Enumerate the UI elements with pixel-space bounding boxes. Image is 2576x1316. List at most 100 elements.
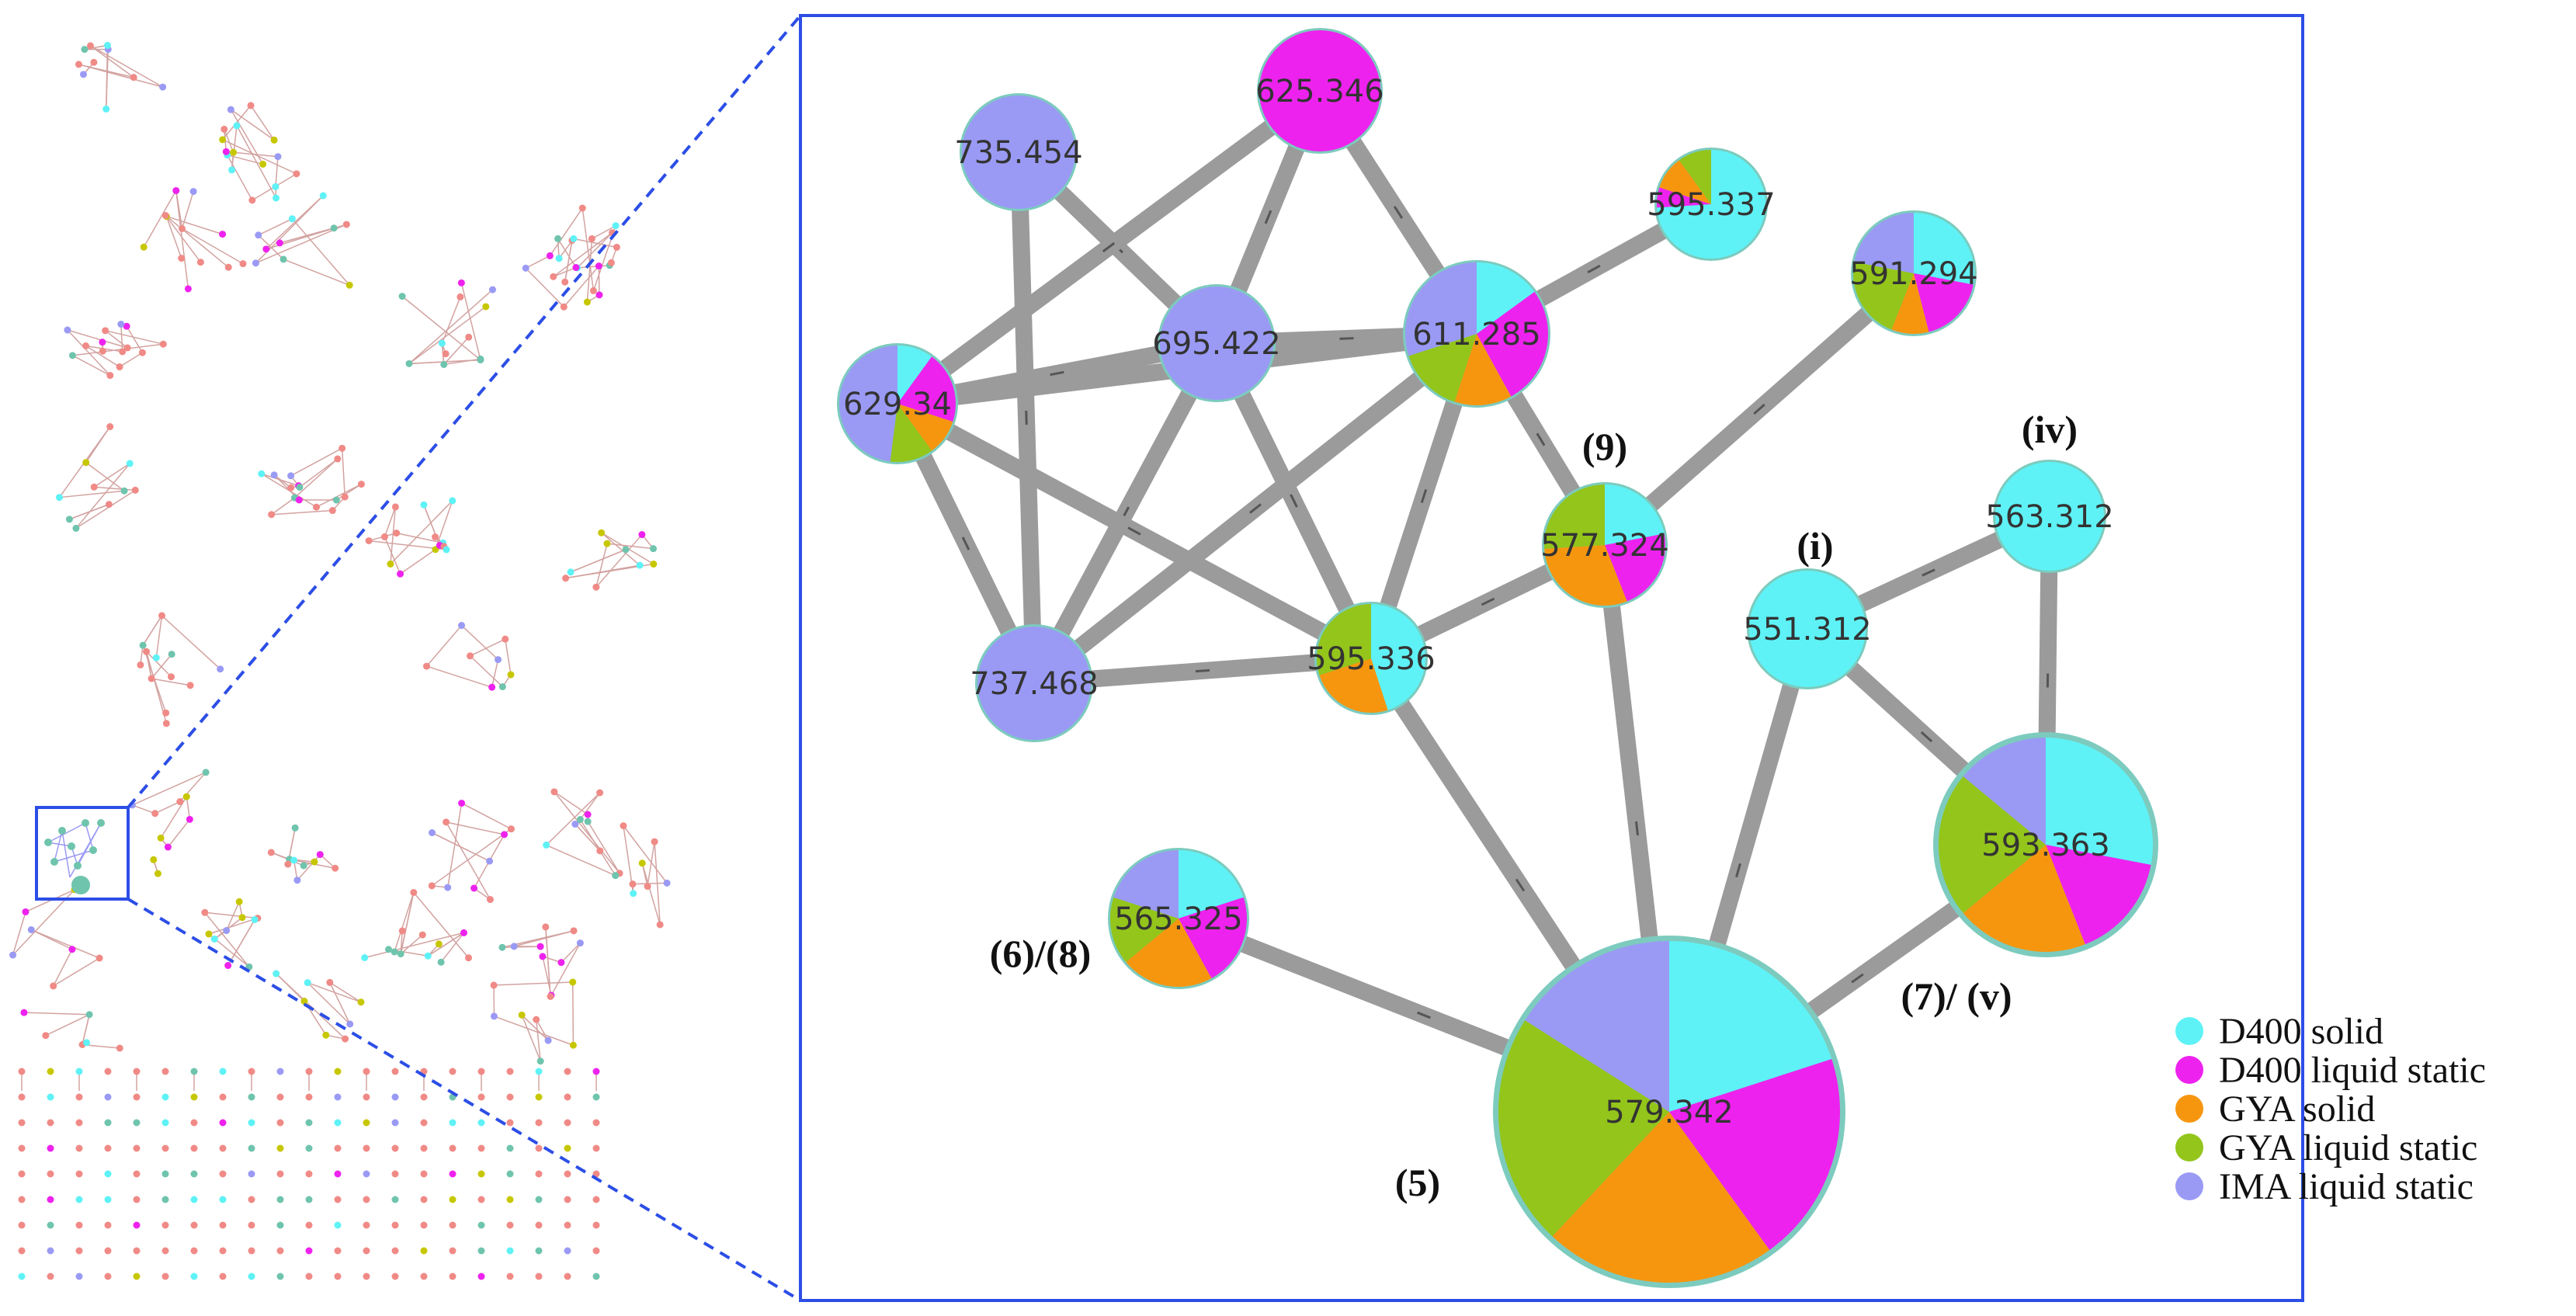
overview-node xyxy=(432,533,439,541)
overview-node xyxy=(248,1273,255,1280)
overview-node xyxy=(190,1196,198,1203)
overview-node xyxy=(444,884,452,891)
overview-edge xyxy=(577,232,613,269)
overview-node xyxy=(458,622,466,630)
zoom-connector-bottom xyxy=(127,898,802,1302)
overview-node xyxy=(629,880,637,888)
overview-node xyxy=(296,484,304,491)
legend-swatch xyxy=(2175,1095,2203,1123)
network-node: 629.34 xyxy=(837,343,958,464)
pie-slice xyxy=(1854,213,1914,273)
edge-tick xyxy=(961,536,970,550)
overview-edge xyxy=(165,215,201,263)
overview-edge xyxy=(413,891,470,959)
overview-edge xyxy=(461,802,512,830)
overview-node xyxy=(592,1093,600,1101)
overview-node xyxy=(123,344,131,352)
overview-edge xyxy=(579,819,616,877)
overview-node xyxy=(179,224,186,232)
compound-annotation: (6)/(8) xyxy=(990,932,1092,975)
overview-node xyxy=(276,1093,284,1101)
overview-edge xyxy=(297,854,321,881)
overview-node xyxy=(592,1144,600,1152)
edge-tick xyxy=(1025,410,1028,425)
pie-slice xyxy=(1939,776,2046,913)
pie-slice xyxy=(962,95,1075,209)
overview-node xyxy=(620,822,627,830)
overview-edge xyxy=(432,832,490,862)
overview-node xyxy=(457,293,464,300)
overview-node xyxy=(222,148,230,155)
overview-node xyxy=(161,1196,169,1203)
overview-node xyxy=(81,46,89,54)
overview-node xyxy=(535,1247,543,1255)
edge-tick xyxy=(1851,973,1864,984)
overview-edge xyxy=(307,981,362,1003)
overview-node xyxy=(443,546,450,554)
overview-edge xyxy=(120,324,123,352)
overview-edge xyxy=(72,343,164,356)
network-node: 595.337 xyxy=(1647,148,1776,261)
overview-edge xyxy=(276,973,305,1002)
overview-node xyxy=(276,1221,284,1229)
overview-node xyxy=(9,951,17,959)
pie-slice xyxy=(2046,845,2151,945)
overview-node xyxy=(420,1273,428,1280)
overview-edge xyxy=(550,943,582,996)
pie-slice xyxy=(1179,850,1244,918)
overview-node xyxy=(391,1170,399,1178)
overview-node xyxy=(47,1196,54,1203)
pie-slice xyxy=(1126,918,1212,987)
overview-node xyxy=(239,260,247,268)
overview-node xyxy=(161,1068,169,1075)
legend-label: GYA liquid static xyxy=(2219,1127,2477,1168)
network-node: 551.312 xyxy=(1743,568,1872,689)
pie-slice xyxy=(1669,941,1832,1112)
overview-edge xyxy=(290,447,343,477)
overview-node xyxy=(603,540,611,547)
overview-node xyxy=(157,834,165,842)
overview-node xyxy=(341,493,349,501)
pie-slice xyxy=(890,404,932,462)
pie-slice xyxy=(1669,1059,1841,1250)
overview-node xyxy=(546,252,554,259)
overview-node xyxy=(564,1068,571,1075)
pie-slice xyxy=(1679,150,1711,204)
overview-node xyxy=(190,1068,198,1075)
overview-node xyxy=(488,683,496,691)
overview-node xyxy=(252,259,259,267)
overview-node xyxy=(219,1221,227,1229)
pie-slice xyxy=(1160,286,1273,400)
overview-node xyxy=(592,583,600,591)
overview-node xyxy=(138,349,146,356)
overview-node xyxy=(334,1068,342,1075)
overview-node xyxy=(82,819,89,827)
overview-node xyxy=(488,286,496,293)
overview-node xyxy=(650,561,658,568)
overview-node xyxy=(161,1144,169,1152)
overview-edge xyxy=(154,800,181,814)
overview-node xyxy=(106,372,114,380)
overview-edge xyxy=(400,892,415,954)
overview-edge xyxy=(85,345,120,368)
overview-node xyxy=(506,1144,514,1152)
overview-node xyxy=(596,847,604,855)
overview-node xyxy=(561,278,569,286)
overview-node xyxy=(589,286,597,294)
overview-node xyxy=(162,709,170,717)
overview-edge xyxy=(446,821,505,835)
overview-node xyxy=(613,243,620,251)
overview-node xyxy=(274,153,282,161)
compound-annotation: (iv) xyxy=(2022,408,2078,451)
overview-node xyxy=(143,648,151,655)
overview-node xyxy=(518,1011,526,1019)
overview-edge xyxy=(601,532,641,566)
overview-node xyxy=(27,926,35,934)
overview-node xyxy=(219,1196,227,1203)
overview-edge xyxy=(293,458,338,498)
overview-node xyxy=(397,570,404,578)
overview-edge xyxy=(443,336,470,365)
overview-node xyxy=(535,1170,543,1178)
overview-node xyxy=(607,259,615,266)
overview-edge xyxy=(224,129,234,153)
